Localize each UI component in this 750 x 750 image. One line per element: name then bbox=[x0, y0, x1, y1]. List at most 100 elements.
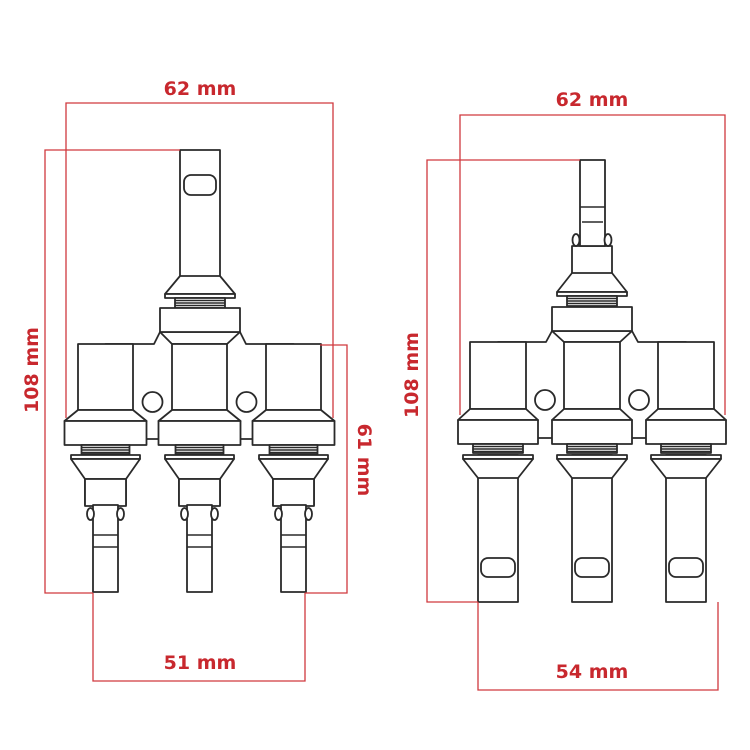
inner-tube-lower bbox=[84, 478, 127, 507]
cone-nut bbox=[70, 458, 141, 480]
inner-tube-lower bbox=[178, 478, 221, 507]
socket-flange bbox=[645, 419, 727, 445]
left-height-bracket bbox=[44, 149, 180, 594]
left-pitch-bracket bbox=[92, 593, 306, 682]
left-width-label: 62 mm bbox=[164, 78, 237, 100]
socket-flange bbox=[157, 420, 242, 446]
thread bbox=[268, 444, 319, 455]
left-dimension-lines bbox=[44, 102, 348, 682]
lock-nut bbox=[70, 454, 141, 480]
socket-chamfer bbox=[551, 408, 633, 421]
hub-block bbox=[551, 306, 633, 332]
socket-housing bbox=[265, 343, 322, 411]
top-thread bbox=[174, 297, 226, 309]
socket-flange bbox=[551, 419, 633, 445]
socket-housing bbox=[657, 341, 715, 410]
cone-nut bbox=[462, 458, 534, 479]
socket-2 bbox=[157, 343, 242, 446]
right-width-label: 62 mm bbox=[556, 89, 629, 111]
top-female-plug bbox=[556, 159, 628, 307]
mounting-hole-1 bbox=[141, 391, 164, 413]
right-pitch-label: 54 mm bbox=[556, 661, 629, 683]
thread bbox=[472, 443, 524, 454]
cone-nut bbox=[650, 458, 722, 479]
retainer-bump-left bbox=[571, 233, 581, 247]
socket-chamfer bbox=[457, 408, 539, 421]
plug-latch-slot bbox=[480, 557, 516, 578]
mounting-hole-2 bbox=[235, 391, 258, 413]
left-width-bracket bbox=[65, 102, 334, 418]
bottom-male-plug-1 bbox=[70, 444, 141, 593]
right-height-label: 108 mm bbox=[401, 332, 423, 418]
pin-sleeve bbox=[579, 159, 606, 247]
top-male-plug bbox=[164, 149, 236, 309]
right-dimension-lines bbox=[426, 114, 726, 691]
socket-1 bbox=[457, 341, 539, 445]
hub-chamfer bbox=[159, 331, 241, 345]
plug-latch-slot bbox=[574, 557, 610, 578]
socket-1 bbox=[63, 343, 148, 446]
retainer-bump-right bbox=[210, 507, 219, 521]
bottom-female-plug-3 bbox=[650, 443, 722, 603]
top-lock-nut bbox=[164, 275, 236, 299]
cone-nut bbox=[258, 458, 329, 480]
pin-sleeve bbox=[186, 504, 213, 593]
socket-housing bbox=[77, 343, 134, 411]
lock-nut bbox=[164, 454, 235, 480]
hub-block bbox=[159, 307, 241, 333]
bottom-female-plug-1 bbox=[462, 443, 534, 603]
mounting-hole-1 bbox=[534, 389, 556, 411]
lock-nut bbox=[462, 454, 534, 479]
pin-sleeve bbox=[92, 504, 119, 593]
bottom-female-plug-2 bbox=[556, 443, 628, 603]
right-pitch-bracket bbox=[477, 602, 719, 691]
left-branch-connector-drawing bbox=[63, 149, 336, 593]
retainer-bump-right bbox=[116, 507, 125, 521]
retainer-bump-right bbox=[603, 233, 613, 247]
socket-chamfer bbox=[63, 409, 148, 422]
top-thread bbox=[566, 295, 618, 307]
thread bbox=[660, 443, 712, 454]
cone-nut bbox=[164, 458, 235, 480]
socket-3 bbox=[645, 341, 727, 445]
plug-latch-slot bbox=[183, 174, 217, 196]
socket-3 bbox=[251, 343, 336, 446]
lock-nut bbox=[650, 454, 722, 479]
lock-nut bbox=[556, 454, 628, 479]
socket-flange bbox=[457, 419, 539, 445]
retainer-bump-right bbox=[304, 507, 313, 521]
inner-tube-lower bbox=[272, 478, 315, 507]
right-branch-connector-drawing bbox=[457, 159, 727, 603]
socket-chamfer bbox=[645, 408, 727, 421]
socket-housing bbox=[171, 343, 228, 411]
socket-flange bbox=[251, 420, 336, 446]
left-body-height-label: 61 mm bbox=[353, 424, 375, 497]
retainer-bump-left bbox=[86, 507, 95, 521]
cone-nut bbox=[556, 272, 628, 293]
thread bbox=[80, 444, 131, 455]
socket-housing bbox=[563, 341, 621, 410]
thread bbox=[566, 443, 618, 454]
top-lock-nut bbox=[556, 272, 628, 297]
socket-flange bbox=[63, 420, 148, 446]
lock-nut bbox=[258, 454, 329, 480]
socket-chamfer bbox=[157, 409, 242, 422]
bottom-male-plug-3 bbox=[258, 444, 329, 593]
bottom-male-plug-2 bbox=[164, 444, 235, 593]
retainer-bump-left bbox=[274, 507, 283, 521]
left-height-label: 108 mm bbox=[21, 327, 43, 413]
retainer-bump-left bbox=[180, 507, 189, 521]
socket-housing bbox=[469, 341, 527, 410]
pin-sleeve bbox=[280, 504, 307, 593]
right-height-bracket bbox=[426, 159, 580, 603]
cone-nut bbox=[556, 458, 628, 479]
mounting-hole-2 bbox=[628, 389, 650, 411]
left-pitch-label: 51 mm bbox=[164, 652, 237, 674]
socket-2 bbox=[551, 341, 633, 445]
socket-chamfer bbox=[251, 409, 336, 422]
left-body-height-bracket bbox=[305, 344, 348, 594]
thread bbox=[174, 444, 225, 455]
plug-sleeve bbox=[179, 149, 221, 279]
hub-chamfer bbox=[551, 330, 633, 343]
